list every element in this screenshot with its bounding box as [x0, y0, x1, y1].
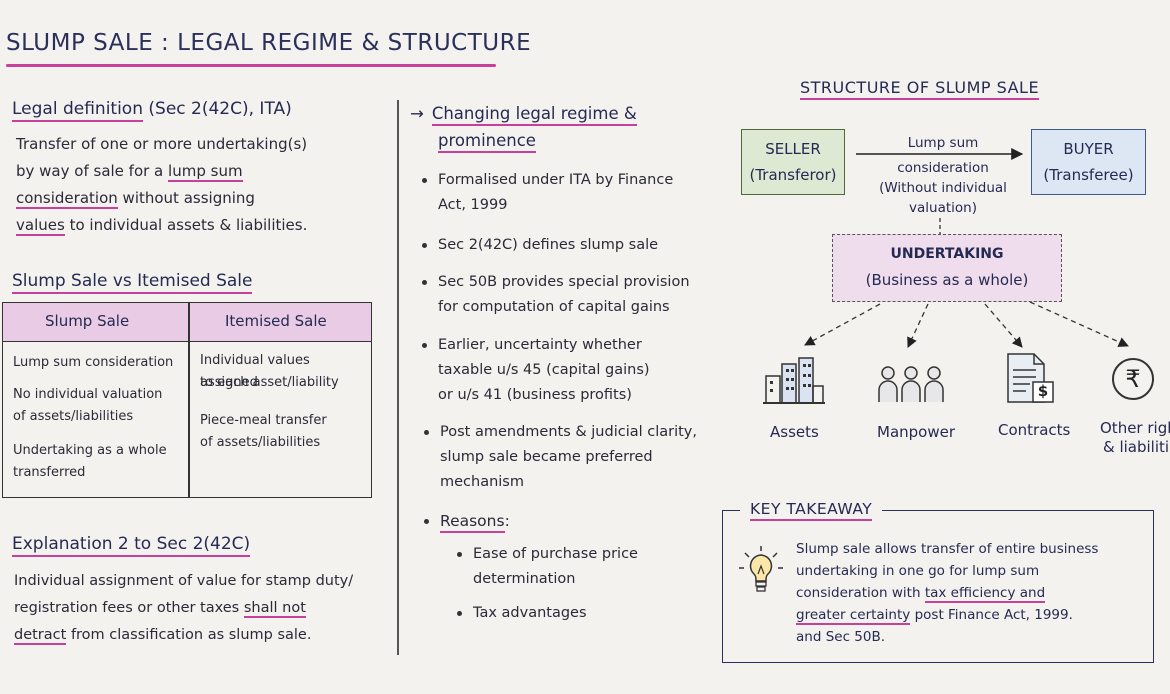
explanation-heading: Explanation 2 to Sec 2(42C) — [12, 534, 251, 557]
bullet-dot — [457, 611, 462, 616]
greater-certainty-highlight: greater certainty — [796, 607, 911, 625]
regime-bullet: Sec 2(42C) defines slump sale — [422, 233, 738, 258]
key-takeaway-text: Slump sale allows transfer of entire bus… — [796, 541, 1099, 645]
undertaking-box: UNDERTAKING (Business as a whole) — [832, 234, 1062, 302]
reasons-heading: Reasons: — [424, 509, 510, 534]
consideration-sublabel: consideration (Without individual valuat… — [879, 160, 1007, 216]
contracts-arrow — [984, 303, 1023, 348]
comparison-table: Slump Sale Itemised Sale Lump sum consid… — [2, 302, 372, 498]
legal-definition-heading: Legal definition (Sec 2(42C), ITA) — [12, 99, 292, 122]
other-rights-arrow — [1029, 301, 1129, 347]
reason-item: Tax advantages — [457, 601, 733, 626]
buyer-box: BUYER (Transferee) — [1031, 129, 1146, 195]
consideration-label: Lump sum — [907, 135, 979, 151]
bullet-dot — [422, 343, 427, 348]
definition-line: consideration without assigning — [16, 189, 255, 209]
shall-not-highlight: shall not — [243, 600, 306, 618]
regime-bullet: Earlier, uncertainty whether taxable u/s… — [422, 333, 738, 408]
col-slump-sale: Slump Sale — [45, 312, 130, 330]
component-label-manpower: Manpower — [877, 423, 956, 441]
structure-heading: STRUCTURE OF SLUMP SALE — [800, 78, 1040, 100]
key-takeaway-title: KEY TAKEAWAY — [740, 500, 883, 524]
table-cell: transferred — [13, 465, 86, 480]
component-label-liabilities: & liabilities — [1103, 438, 1170, 456]
dollar-icon: $ — [1037, 382, 1049, 400]
component-label-contracts: Contracts — [998, 421, 1071, 439]
table-cell: Individual values assigned — [200, 353, 310, 390]
regime-bullet: Post amendments & judicial clarity, slum… — [424, 420, 740, 495]
title-underline — [6, 64, 496, 67]
bullet-dot — [422, 280, 427, 285]
column-divider — [397, 100, 399, 655]
bullet-dot — [424, 519, 429, 524]
legal-definition-heading-ref: (Sec 2(42C), ITA) — [148, 99, 292, 119]
table-cell: of assets/liabilities — [200, 435, 321, 450]
consideration-highlight: consideration — [16, 189, 118, 209]
table-cell: Piece-meal transfer — [200, 413, 327, 428]
table-cell: Undertaking as a whole — [13, 443, 167, 458]
legal-definition-text: Transfer of one or more undertaking(s) b… — [16, 131, 386, 239]
assets-arrow — [804, 303, 881, 346]
component-label-other-rights: Other rights — [1100, 419, 1170, 437]
component-label-assets: Assets — [770, 423, 819, 441]
arrow-icon: → — [410, 104, 424, 123]
lightbulb-icon — [739, 546, 783, 592]
comparison-table-divider — [188, 303, 190, 497]
lump-sum-highlight: lump sum — [168, 162, 243, 182]
comparison-table-header — [3, 303, 371, 342]
bullet-dot — [424, 430, 429, 435]
bullet-dot — [422, 243, 427, 248]
table-cell: to each asset/liability — [200, 375, 339, 390]
page-title: SLUMP SALE : LEGAL REGIME & STRUCTURE — [6, 30, 532, 56]
table-cell: of assets/liabilities — [13, 409, 134, 424]
contract-document-icon — [1007, 353, 1054, 403]
explanation-text: Individual assignment of value for stamp… — [14, 573, 354, 645]
tax-efficiency-highlight: tax efficiency and — [924, 585, 1046, 603]
bullet-dot — [457, 552, 462, 557]
key-takeaway-box — [722, 510, 1154, 663]
bullet-dot — [422, 178, 427, 183]
regime-heading: →Changing legal regime & prominence — [410, 100, 637, 154]
reason-item: Ease of purchase price determination — [457, 542, 733, 592]
buildings-icon — [763, 357, 825, 404]
manpower-arrow — [907, 303, 929, 348]
regime-bullet: Sec 50B provides special provision for c… — [422, 270, 738, 320]
rupee-icon: ₹ — [1112, 358, 1154, 400]
seller-box: SELLER (Transferor) — [741, 129, 845, 195]
table-cell: Lump sum consideration — [13, 355, 174, 370]
col-itemised-sale: Itemised Sale — [225, 312, 327, 330]
definition-line: by way of sale for a lump sum — [16, 162, 243, 182]
definition-line: Transfer of one or more undertaking(s) — [16, 135, 308, 153]
regime-bullet: Formalised under ITA by Finance Act, 199… — [422, 168, 738, 218]
people-icon — [878, 366, 944, 402]
values-highlight: values — [16, 216, 65, 236]
legal-definition-heading-label: Legal definition — [12, 99, 143, 122]
detract-highlight: detract — [14, 627, 67, 645]
comparison-heading: Slump Sale vs Itemised Sale — [12, 271, 253, 294]
definition-line: values to individual assets & liabilitie… — [16, 216, 308, 236]
table-cell: No individual valuation — [13, 387, 163, 402]
